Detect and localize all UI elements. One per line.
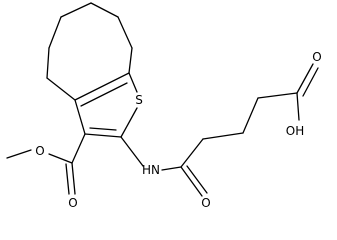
- molecule-svg: O S OH O O HN O: [6, 2, 322, 210]
- bond: [117, 16, 133, 49]
- bond: [180, 138, 204, 168]
- bond: [46, 47, 50, 79]
- bond: [128, 72, 138, 93]
- bond: [46, 77, 76, 101]
- bond: [48, 153, 73, 164]
- bond: [186, 165, 208, 194]
- atom-amide-oxygen: O: [201, 196, 210, 210]
- bond: [120, 107, 138, 138]
- atom-label: O: [312, 50, 321, 64]
- atom-label: O: [68, 196, 77, 210]
- bond: [71, 133, 86, 164]
- bond: [296, 63, 314, 94]
- atom-ester-oxygen: O: [35, 144, 44, 158]
- structure-diagram: O S OH O O HN O: [6, 2, 322, 210]
- bond: [65, 163, 70, 195]
- atom-sulfur: S: [135, 93, 143, 107]
- bond: [89, 127, 117, 131]
- bond: [302, 67, 319, 97]
- bond: [161, 166, 182, 171]
- bond: [71, 162, 76, 195]
- atom-oxygen-top: O: [312, 50, 321, 64]
- atom-label: S: [135, 93, 143, 107]
- bond: [60, 2, 92, 18]
- bond: [257, 92, 298, 99]
- bond: [74, 99, 86, 135]
- bond: [6, 149, 32, 159]
- atom-label: O: [35, 144, 44, 158]
- bond: [90, 2, 119, 18]
- bond: [48, 16, 62, 49]
- atom-labels: O S OH O O HN O: [35, 50, 321, 210]
- atom-label: O: [201, 196, 210, 210]
- atom-hydroxyl: OH: [286, 124, 304, 138]
- bond: [120, 136, 144, 167]
- bond: [128, 47, 133, 74]
- bond: [202, 132, 244, 140]
- bonds: [6, 2, 319, 197]
- atom-ester-carbonyl-oxygen: O: [68, 196, 77, 210]
- atom-label: OH: [286, 124, 304, 138]
- bond: [74, 72, 130, 101]
- atom-amide-nitrogen: HN: [142, 163, 160, 177]
- bond: [84, 133, 122, 138]
- bond: [242, 97, 259, 134]
- bond: [296, 92, 300, 121]
- bond: [180, 166, 203, 197]
- atom-label: HN: [142, 163, 160, 177]
- bond: [80, 82, 128, 107]
